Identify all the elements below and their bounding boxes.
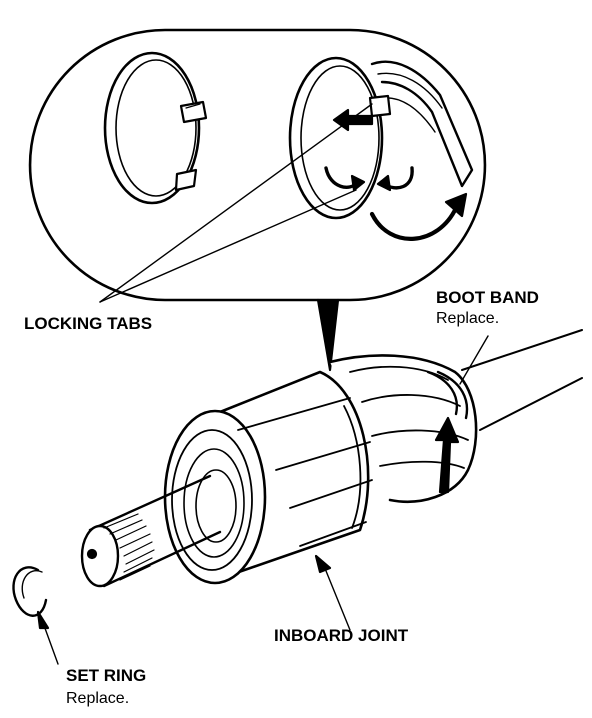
set-ring-arrow-icon [36,610,50,630]
inboard-joint-leader [314,554,351,631]
locking-tabs-label: LOCKING TABS [24,314,153,333]
set-ring-label: SET RING [66,666,147,685]
callout-outline [28,28,487,302]
set-ring-illustration [12,566,59,665]
callout-leader [316,298,340,372]
drive-shaft-assembly [80,329,583,588]
boot-band-tightened-illustration [288,56,474,241]
locking-tabs-leaders [99,103,373,303]
boot-band-arrow-icon [434,416,460,494]
inboard-joint-label: INBOARD JOINT [274,626,409,645]
boot [328,354,478,503]
band-tail [370,60,474,188]
large-curved-arrow-icon [369,205,459,241]
boot-band-label: BOOT BAND [436,288,539,307]
set-ring-note: Replace. [66,690,130,707]
axle-shaft [461,329,583,431]
boot-band-open-illustration [103,51,208,205]
stub-shaft [88,474,222,588]
boot-band [426,370,469,420]
boot-band-note: Replace. [436,310,500,327]
detail-callout [28,28,487,372]
